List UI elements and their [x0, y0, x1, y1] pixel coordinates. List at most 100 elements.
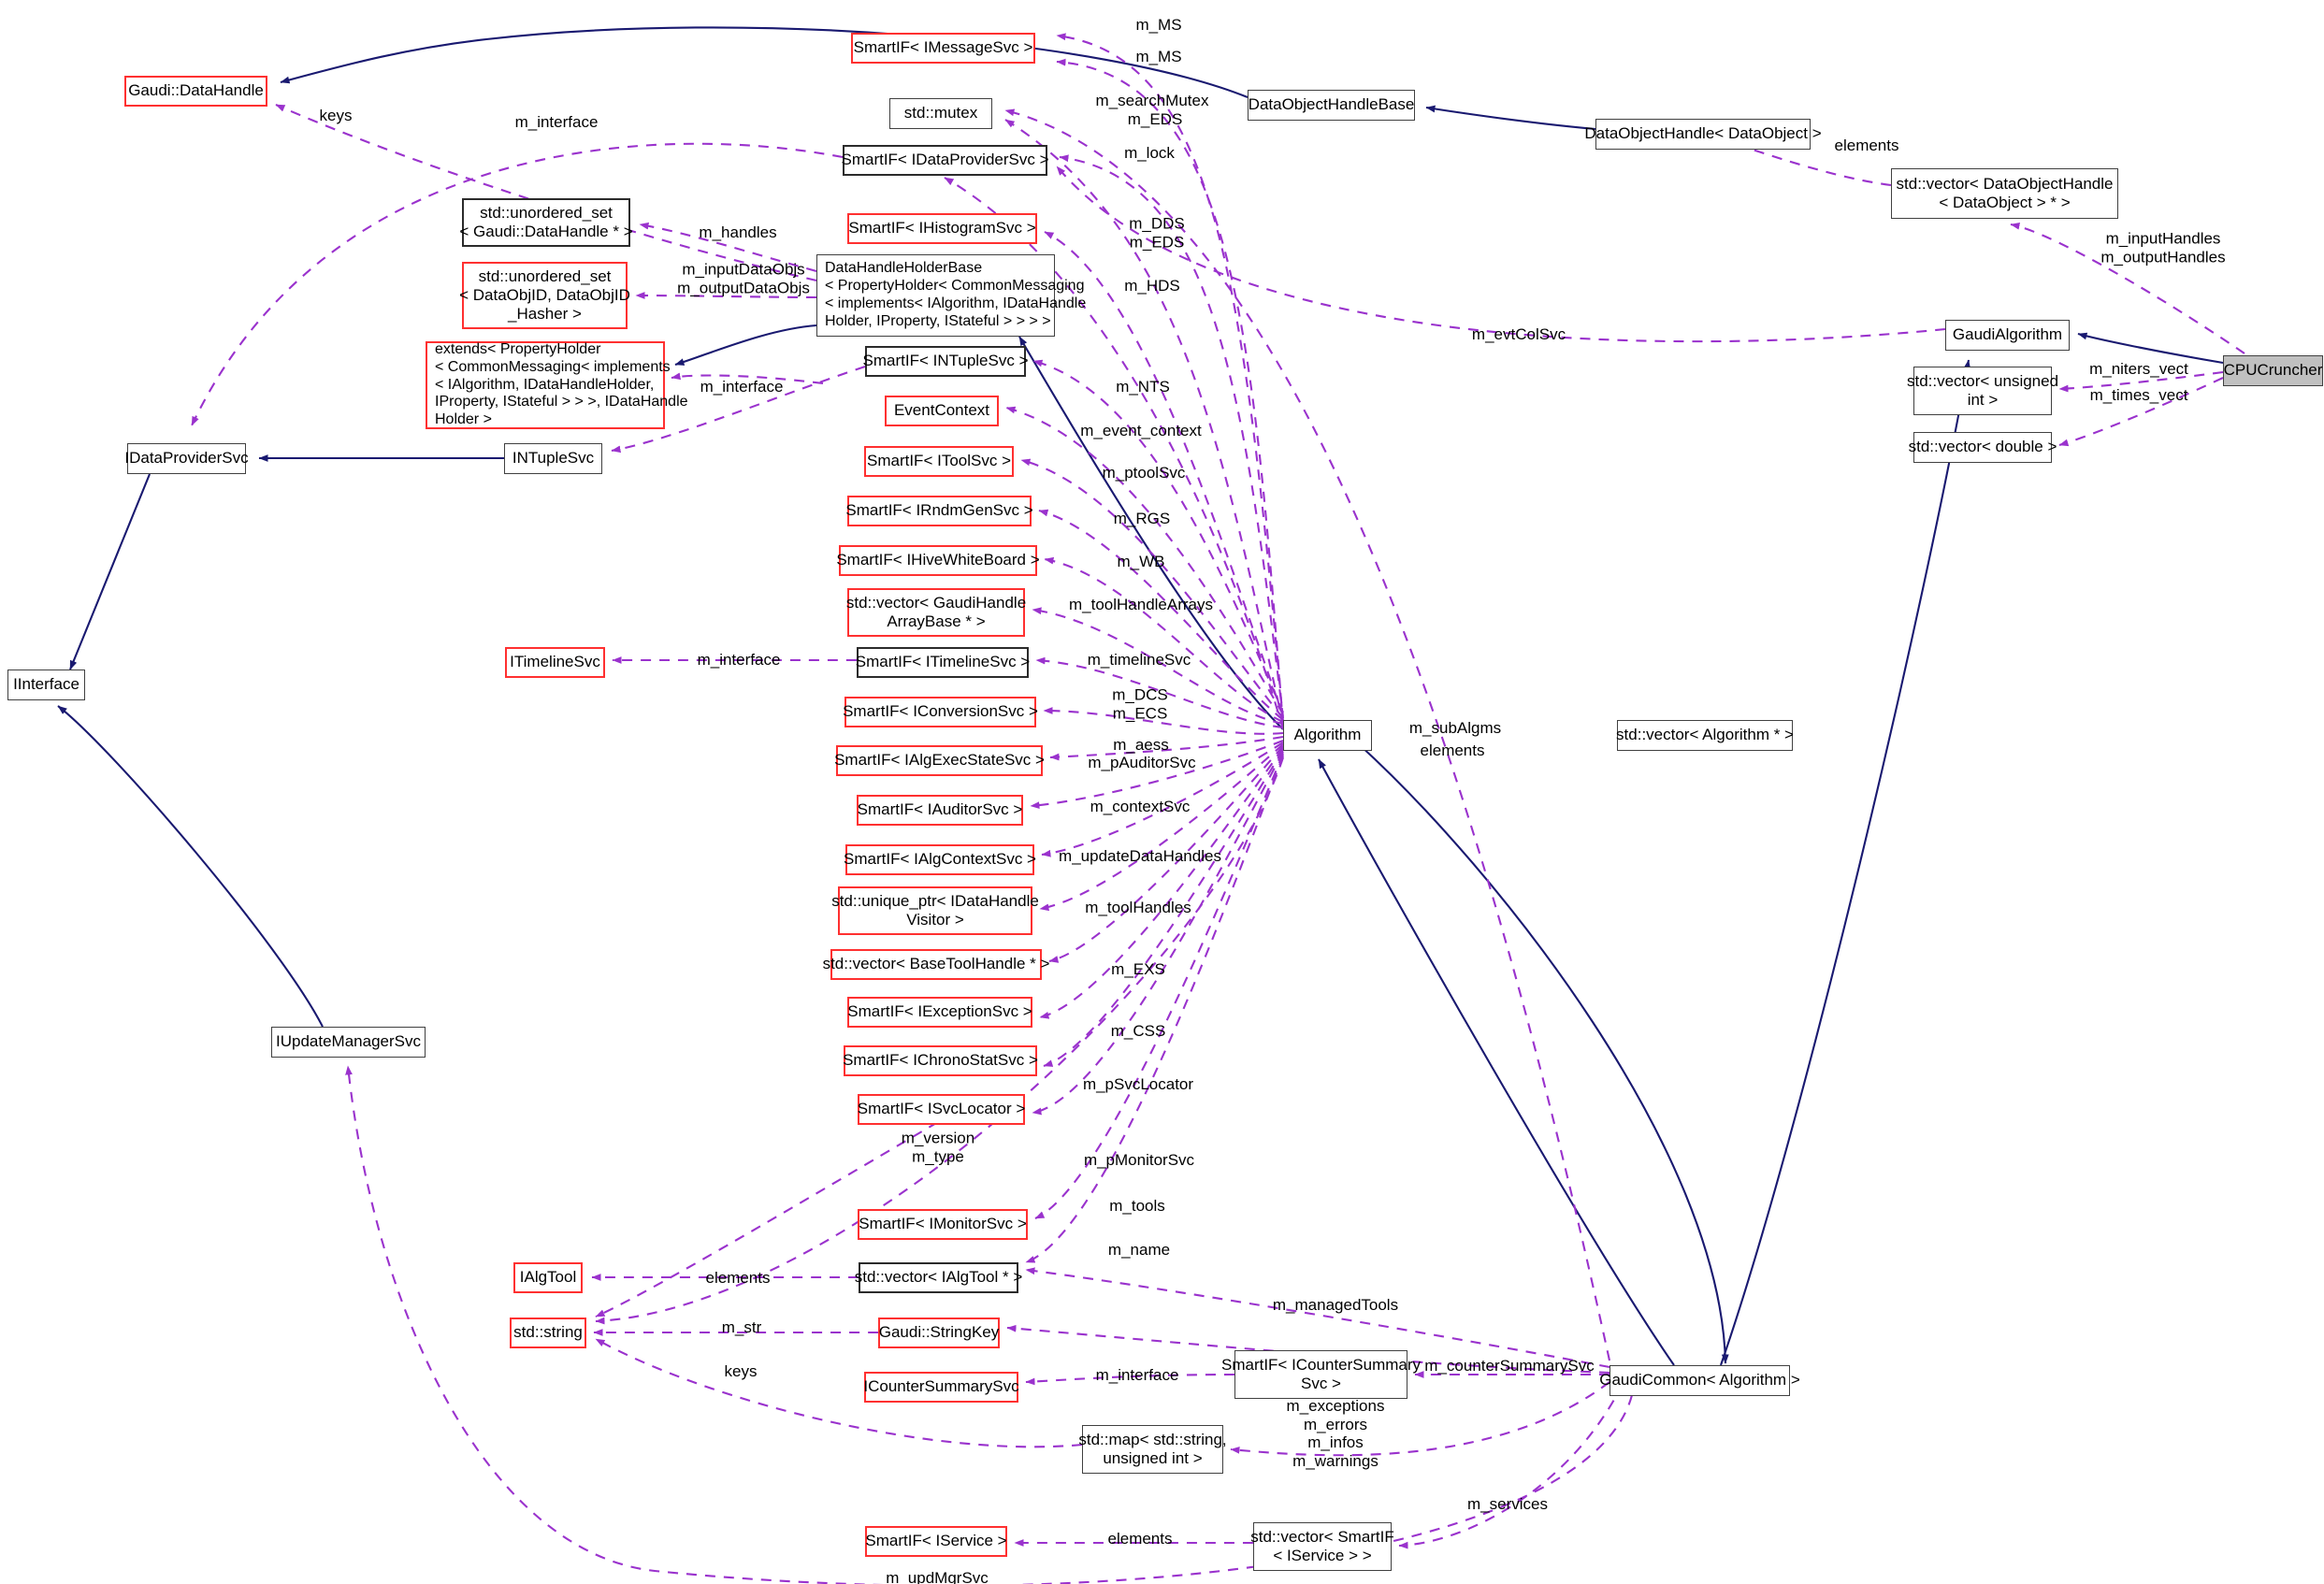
edge-label-m-exceptions-group: m_exceptions m_errors m_infos m_warnings	[1286, 1396, 1385, 1470]
node-ialgtool[interactable]: IAlgTool	[513, 1262, 583, 1293]
edge-label-m-interface-1: m_interface	[514, 113, 599, 132]
edge-label-m-interface-3: m_interface	[697, 651, 781, 670]
node-vector-basetoolhandle[interactable]: std::vector< BaseToolHandle * >	[823, 949, 1049, 980]
edge-label-m-event-context: m_event_context	[1080, 422, 1202, 440]
node-smartif-ialgexecstatesvc[interactable]: SmartIF< IAlgExecStateSvc >	[834, 745, 1045, 776]
node-uniqueptr-idatahandlevisitor[interactable]: std::unique_ptr< IDataHandle Visitor >	[831, 886, 1039, 935]
node-smartif-iconversionsvc[interactable]: SmartIF< IConversionSvc >	[843, 697, 1038, 727]
edge-label-m-tools: m_tools	[1109, 1197, 1165, 1216]
node-smartif-iservice[interactable]: SmartIF< IService >	[865, 1526, 1007, 1557]
edge-label-m-lock: m_lock	[1124, 144, 1175, 163]
node-datahandleholderbase[interactable]: DataHandleHolderBase < PropertyHolder< C…	[816, 254, 1086, 337]
edge-label-m-version-m-type: m_version m_type	[901, 1129, 975, 1165]
edge-label-m-updatedatahandles: m_updateDataHandles	[1059, 847, 1221, 866]
node-icountersummarysvc[interactable]: ICounterSummarySvc	[863, 1372, 1019, 1403]
edge-label-m-rgs: m_RGS	[1113, 510, 1171, 528]
edge-label-m-input-output-handles: m_inputHandles m_outputHandles	[2100, 229, 2226, 266]
node-std-string[interactable]: std::string	[510, 1318, 586, 1348]
edge-label-m-countersummarysvc: m_counterSummarySvc	[1424, 1357, 1595, 1375]
node-smartif-ihistogramsvc[interactable]: SmartIF< IHistogramSvc >	[847, 213, 1037, 244]
node-unordered-set-dataobjid[interactable]: std::unordered_set < DataObjID, DataObjI…	[459, 262, 630, 329]
edge-label-m-ms-2: m_MS	[1135, 48, 1182, 66]
node-vector-gaudihandlearraybase[interactable]: std::vector< GaudiHandle ArrayBase * >	[846, 588, 1026, 637]
edge-label-m-pmonitorsvc: m_pMonitorSvc	[1083, 1151, 1195, 1170]
node-itimelinesvc[interactable]: ITimelineSvc	[505, 647, 605, 678]
node-vector-dataobjecthandle[interactable]: std::vector< DataObjectHandle < DataObje…	[1891, 168, 2118, 219]
node-smartif-ialgcontextsvc[interactable]: SmartIF< IAlgContextSvc >	[844, 844, 1036, 875]
node-intuplesvc[interactable]: INTupleSvc	[504, 443, 602, 474]
edge-label-m-hds: m_HDS	[1124, 277, 1180, 295]
node-smartif-iauditorsvc[interactable]: SmartIF< IAuditorSvc >	[857, 795, 1023, 826]
node-unordered-set-datahandle[interactable]: std::unordered_set < Gaudi::DataHandle *…	[459, 198, 633, 247]
edge-label-m-psvclocator: m_pSvcLocator	[1082, 1075, 1194, 1094]
edge-label-keys-1: keys	[319, 107, 353, 125]
node-smartif-imessagesvc[interactable]: SmartIF< IMessageSvc >	[851, 33, 1035, 64]
edge-label-m-nts: m_NTS	[1116, 378, 1170, 396]
node-smartif-itimelinesvc[interactable]: SmartIF< ITimelineSvc >	[856, 647, 1030, 678]
edge-label-m-aess: m_aess	[1113, 736, 1169, 755]
node-smartif-ichronostatsvc[interactable]: SmartIF< IChronoStatSvc >	[843, 1045, 1038, 1076]
edge-label-elements-1: elements	[1834, 137, 1899, 155]
node-smartif-ihivewhiteboard[interactable]: SmartIF< IHiveWhiteBoard >	[836, 545, 1040, 576]
node-gaudicommon-algorithm[interactable]: GaudiCommon< Algorithm >	[1599, 1365, 1800, 1396]
edge-label-m-searchmutex: m_searchMutex	[1095, 92, 1209, 110]
edge-label-m-evtcolsvc: m_evtColSvc	[1471, 325, 1566, 344]
edge-label-m-interface-2: m_interface	[700, 378, 784, 396]
node-algorithm[interactable]: Algorithm	[1283, 720, 1372, 751]
edge-label-m-ms-1: m_MS	[1135, 16, 1182, 35]
edge-label-m-services: m_services	[1467, 1495, 1548, 1514]
edge-label-m-exs: m_EXS	[1111, 960, 1165, 979]
edge-label-m-subalgms: m_subAlgms	[1408, 719, 1502, 738]
node-extends-propertyholder[interactable]: extends< PropertyHolder < CommonMessagin…	[426, 341, 688, 429]
node-vector-algorithm-ptr[interactable]: std::vector< Algorithm * >	[1616, 720, 1794, 751]
node-idataprovidersvc[interactable]: IDataProviderSvc	[124, 443, 249, 474]
edge-label-elements-4: elements	[1107, 1530, 1173, 1548]
edge-label-m-toolhandlearrays: m_toolHandleArrays	[1068, 596, 1214, 614]
node-std-mutex[interactable]: std::mutex	[889, 98, 992, 129]
edge-label-m-dds-m-eds: m_DDS m_EDS	[1129, 214, 1185, 251]
edge-label-elements-2: elements	[1420, 742, 1485, 760]
edge-label-m-dcs-m-ecs: m_DCS m_ECS	[1112, 685, 1168, 722]
node-smartif-idataprovidersvc[interactable]: SmartIF< IDataProviderSvc >	[841, 145, 1049, 176]
node-smartif-intuplesvc[interactable]: SmartIF< INTupleSvc >	[863, 346, 1029, 377]
edge-label-m-str: m_str	[721, 1318, 762, 1337]
node-iupdatemanagersvc[interactable]: IUpdateManagerSvc	[271, 1027, 426, 1058]
node-vector-ialgtool-ptr[interactable]: std::vector< IAlgTool * >	[855, 1262, 1022, 1293]
node-smartif-iexceptionsvc[interactable]: SmartIF< IExceptionSvc >	[847, 997, 1032, 1028]
edge-label-m-contextsvc: m_contextSvc	[1090, 798, 1191, 816]
node-smartif-irndmgensvc[interactable]: SmartIF< IRndmGenSvc >	[845, 496, 1033, 526]
node-smartif-imonitorsvc[interactable]: SmartIF< IMonitorSvc >	[858, 1209, 1028, 1240]
node-smartif-itoolsvc[interactable]: SmartIF< IToolSvc >	[864, 446, 1014, 477]
edge-label-m-interface-4: m_interface	[1095, 1366, 1179, 1385]
edge-label-m-pauditorsvc: m_pAuditorSvc	[1088, 754, 1196, 772]
node-smartif-isvclocator[interactable]: SmartIF< ISvcLocator >	[858, 1094, 1025, 1125]
edge-label-m-times-vect: m_times_vect	[2089, 386, 2188, 405]
edge-label-elements-3: elements	[705, 1269, 771, 1288]
node-smartif-icountersummarysvc[interactable]: SmartIF< ICounterSummary Svc >	[1221, 1350, 1421, 1399]
edge-label-m-ptoolsvc: m_ptoolSvc	[1102, 464, 1186, 482]
edge-label-m-input-output-dataobjs: m_inputDataObjs m_outputDataObjs	[677, 260, 810, 296]
node-eventcontext[interactable]: EventContext	[885, 396, 999, 426]
edge-label-m-updmgrsvc: m_updMgrSvc	[886, 1569, 989, 1584]
node-gaudi-datahandle[interactable]: Gaudi::DataHandle	[124, 76, 267, 107]
node-gaudialgorithm[interactable]: GaudiAlgorithm	[1945, 320, 2070, 351]
node-gaudi-stringkey[interactable]: Gaudi::StringKey	[878, 1318, 1000, 1348]
edge-label-keys-2: keys	[724, 1362, 758, 1381]
edge-label-m-name: m_name	[1107, 1241, 1171, 1260]
node-vector-unsigned-int[interactable]: std::vector< unsigned int >	[1907, 367, 2058, 415]
edge-label-m-niters-vect: m_niters_vect	[2089, 360, 2188, 379]
node-vector-smartif-iservice[interactable]: std::vector< SmartIF < IService > >	[1250, 1522, 1394, 1571]
edge-label-m-timelinesvc: m_timelineSvc	[1087, 651, 1191, 670]
edge-label-m-wb: m_WB	[1117, 553, 1165, 571]
edge-label-m-managedtools: m_managedTools	[1272, 1296, 1399, 1315]
edge-label-m-eds-1: m_EDS	[1127, 110, 1183, 129]
node-dataobjecthandle-dataobject[interactable]: DataObjectHandle< DataObject >	[1584, 119, 1822, 150]
edge-label-m-css: m_CSS	[1110, 1022, 1166, 1041]
node-iinterface[interactable]: IInterface	[7, 670, 85, 700]
node-vector-double[interactable]: std::vector< double >	[1909, 432, 2057, 463]
edge-label-m-handles: m_handles	[699, 223, 777, 242]
node-dataobjecthandlebase[interactable]: DataObjectHandleBase	[1248, 90, 1415, 121]
node-cpucruncher[interactable]: CPUCruncher	[2223, 355, 2323, 386]
node-map-string-uint[interactable]: std::map< std::string, unsigned int >	[1078, 1425, 1227, 1474]
